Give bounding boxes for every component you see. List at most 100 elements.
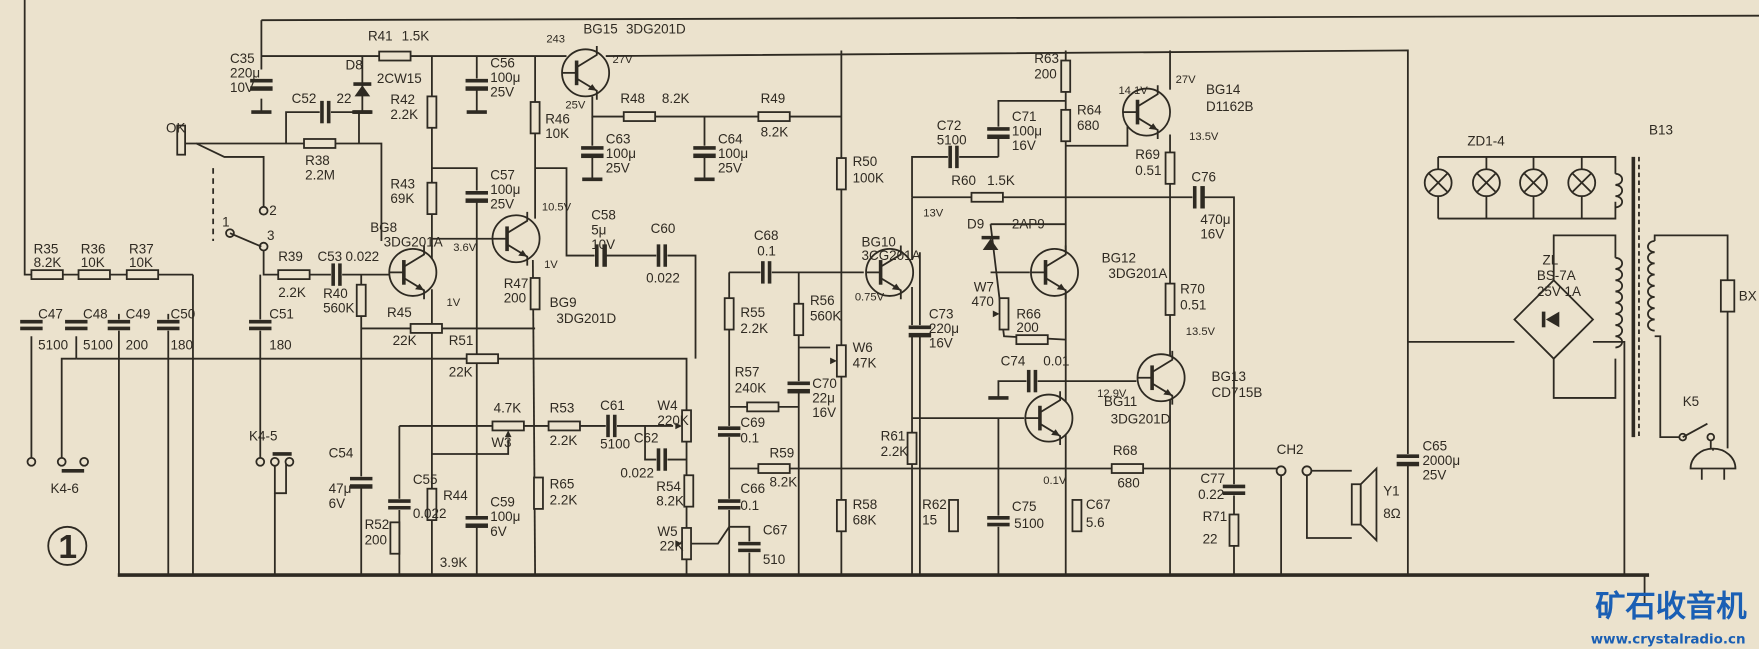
wire	[431, 439, 510, 455]
capacitor-c72	[947, 144, 960, 170]
switch-terminal	[1706, 432, 1716, 442]
bg8-type-label: 3DG201A	[384, 235, 443, 250]
switch-terminal	[255, 456, 266, 467]
r59-value-label: 8.2K	[770, 474, 798, 489]
c58-ref-label: C58	[591, 208, 616, 223]
resistor-r71	[1228, 513, 1240, 547]
r40-ref-label: R40	[323, 286, 348, 301]
lamp-icon	[1519, 168, 1548, 198]
bridge-type-label: BS-7A	[1537, 268, 1576, 283]
w5-value-label: 22K	[660, 538, 684, 553]
jack-terminal	[1275, 465, 1287, 477]
c76-voltage-label: 16V	[1200, 227, 1224, 242]
k5-label: K5	[1683, 394, 1699, 409]
w7-ref-label: W7	[974, 279, 994, 294]
speaker-label: Y1	[1383, 483, 1399, 498]
capacitor-c47	[19, 319, 44, 331]
voltage-reading: 13.5V	[1186, 326, 1216, 338]
resistor-r69	[1164, 151, 1176, 185]
r63-ref-label: R63	[1034, 51, 1059, 66]
wire	[1592, 340, 1626, 576]
r45-value-label: 22K	[393, 333, 417, 348]
c69-value-label: 0.1	[740, 431, 759, 446]
c56-ref-label: C56	[490, 55, 515, 70]
c61-ref-label: C61	[600, 398, 625, 413]
wire	[1654, 335, 1683, 439]
potentiometer-w6	[835, 344, 847, 378]
capacitor-c60	[656, 243, 668, 268]
electrolytic-capacitor-c65	[1395, 453, 1421, 467]
r57-value-label: 240K	[735, 380, 766, 395]
switch-terminal	[56, 456, 67, 467]
voltage-reading: 0.1V	[1043, 475, 1067, 487]
r68-value-label: 680	[1117, 476, 1139, 491]
resistor-r65	[533, 476, 544, 510]
w6-ref-label: W6	[853, 340, 873, 355]
c57-ref-label: C57	[490, 167, 515, 182]
c64-value-label: 100μ	[718, 146, 748, 161]
r49-ref-label: R49	[761, 91, 786, 106]
r48-ref-label: R48	[620, 91, 645, 106]
r43-ref-label: R43	[390, 176, 415, 191]
wire	[1438, 156, 1617, 174]
r46-ref-label: R46	[545, 111, 570, 126]
potentiometer-w3-wiper-arrow	[504, 430, 512, 438]
r51-value-label: 22K	[449, 365, 473, 380]
r53-value-label: 2.2K	[550, 433, 578, 448]
wire	[60, 357, 77, 460]
c67-value-label: 510	[763, 552, 785, 567]
r59-ref-label: R59	[770, 445, 795, 460]
r58-value-label: 68K	[853, 513, 877, 528]
capacitor-c51	[247, 319, 273, 331]
r54-ref-label: R54	[656, 479, 681, 494]
resistor-r40	[355, 283, 367, 317]
c67b-ref-label: C67	[1086, 497, 1111, 512]
c65-voltage-label: 25V	[1422, 468, 1446, 483]
r58-ref-label: R58	[853, 497, 878, 512]
lamp-icon	[1567, 168, 1597, 198]
r60-value-label: 1.5K	[987, 173, 1015, 188]
c67b-value-label: 5.6	[1086, 515, 1105, 530]
potentiometer-w7	[998, 297, 1010, 331]
electrolytic-capacitor-c59	[464, 515, 490, 528]
speaker-impedance-label: 8Ω	[1383, 506, 1401, 521]
transistor-bg10	[865, 245, 915, 300]
figure-number: 1	[58, 529, 77, 566]
r35-ref-label: R35	[34, 241, 59, 256]
voltage-reading: 1V	[544, 259, 558, 271]
transformer-secondary-winding	[1615, 256, 1624, 349]
resistor-r38	[303, 138, 337, 149]
r36-value-label: 10K	[81, 255, 105, 270]
transistor-bg13	[1136, 350, 1186, 405]
c63-value-label: 100μ	[606, 146, 636, 161]
wire	[261, 14, 1759, 22]
wire	[23, 0, 193, 276]
c62-ref-label: C62	[634, 431, 659, 446]
c73-ref-label: C73	[929, 306, 954, 321]
potentiometer-w5	[681, 527, 692, 561]
c66-value-label: 0.1	[740, 498, 759, 513]
electrolytic-capacitor-c73	[907, 325, 933, 338]
c74-value-label: 0.01	[1043, 353, 1069, 368]
c73-value-label: 220μ	[929, 321, 959, 336]
c57-value-label: 100μ	[490, 182, 520, 197]
fuse-label: BX	[1739, 288, 1757, 303]
c64-ref-label: C64	[718, 131, 743, 146]
resistor-r64	[1060, 108, 1072, 143]
c67-ref-label: C67	[763, 523, 788, 538]
transistor-bg9	[491, 211, 541, 266]
c47-value-label: 5100	[38, 338, 68, 353]
voltage-reading: 13.5V	[1189, 131, 1219, 143]
wire	[1306, 470, 1352, 539]
resistor-r46	[529, 101, 541, 135]
ok-switch-icon	[176, 124, 186, 156]
resistor-r70	[1164, 282, 1176, 316]
wire	[273, 459, 287, 495]
r62-value-label: 15	[922, 513, 937, 528]
d9-ref-label: D9	[967, 217, 984, 232]
r61-ref-label: R61	[881, 429, 906, 444]
r69-value-label: 0.51	[1135, 163, 1161, 178]
potentiometer-w5-wiper-arrow	[675, 540, 683, 547]
figure-number-circle	[47, 525, 88, 566]
